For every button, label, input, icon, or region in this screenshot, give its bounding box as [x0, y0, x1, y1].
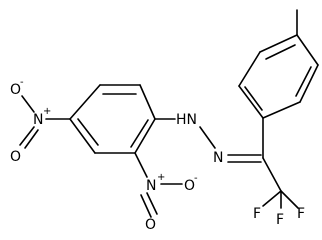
atom-n-nitro-bottom: N [146, 178, 156, 194]
bond [296, 34, 319, 66]
bond [238, 85, 264, 119]
bond-inner [265, 44, 296, 60]
bond [262, 157, 282, 192]
bond [134, 152, 148, 178]
atom-o-nitro-bottom-right: O [184, 178, 195, 194]
bond [19, 126, 35, 146]
atom-n-nitro-left: N [33, 112, 43, 128]
bond [262, 190, 282, 207]
bond [69, 118, 96, 154]
bond [134, 118, 156, 154]
bond [69, 84, 101, 120]
atom-n-hydrazone: N [213, 150, 223, 166]
charge-plus: + [43, 106, 51, 117]
atom-o-nitro-left-bottom: O [10, 149, 21, 165]
chemical-structure-diagram: O - N + O HN N N + O - O F F F [10, 9, 319, 233]
atom-f-1: F [253, 206, 261, 222]
bond [262, 101, 301, 119]
bond-inner [130, 119, 149, 148]
bond [140, 194, 152, 218]
bond-inner [244, 86, 263, 111]
charge-minus: - [20, 77, 24, 88]
atom-f-3: F [297, 206, 305, 222]
bond [146, 192, 158, 215]
atom-o-nitro-left-top: O [10, 82, 21, 98]
atom-label-layer: O - N + O HN N N + O - O F F F [10, 77, 305, 233]
bond-inner [77, 118, 99, 146]
atom-o-nitro-bottom-left: O [145, 217, 156, 233]
bond [299, 64, 319, 103]
bond [238, 51, 261, 87]
bond-layer [19, 9, 319, 218]
bond [24, 129, 39, 149]
charge-plus: + [157, 172, 165, 183]
charge-minus: - [194, 173, 198, 184]
bond [199, 126, 216, 149]
bond-inner [295, 66, 312, 97]
bond [259, 34, 298, 53]
bond [139, 84, 156, 120]
atom-f-2: F [276, 212, 284, 228]
bond [21, 95, 35, 113]
bond [280, 190, 299, 209]
atom-nh-hydrazine: HN [176, 112, 197, 128]
